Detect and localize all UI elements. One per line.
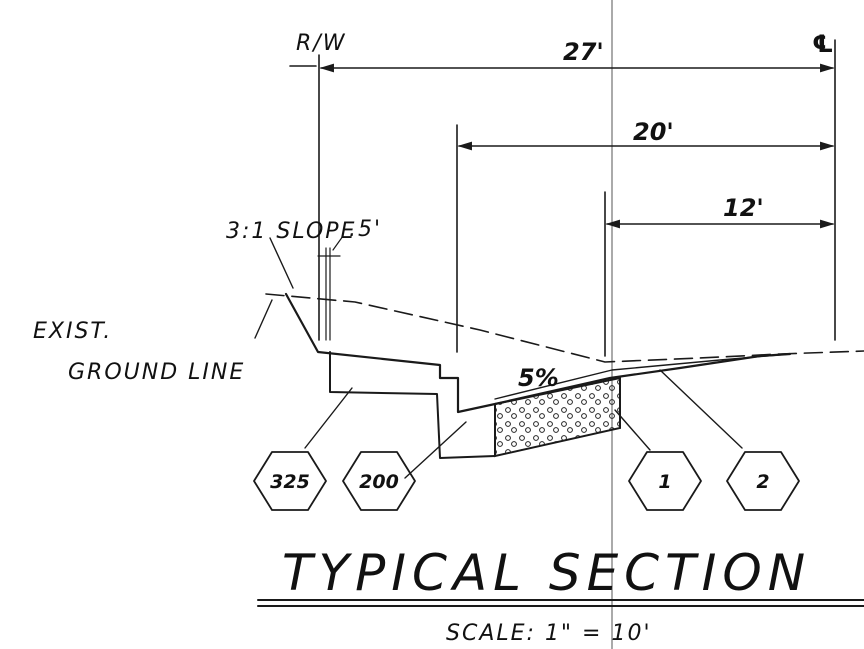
section-title: TYPICAL SECTION: [282, 544, 811, 602]
leader-1: [614, 409, 651, 451]
callout-1-label: 1: [658, 471, 671, 493]
ground-leader: [254, 299, 273, 339]
leader-200: [404, 421, 467, 479]
callout-hex-2: [726, 451, 800, 511]
dimension-12-label: 12': [723, 194, 764, 222]
offset-dimension: [317, 235, 344, 341]
exist-label: EXIST.: [33, 319, 112, 344]
ground-line-label: GROUND LINE: [68, 360, 245, 385]
leader-2: [659, 369, 743, 449]
base-course-gravel: [494, 376, 621, 458]
callout-2-label: 2: [756, 471, 769, 493]
callout-hex-325: [253, 451, 327, 511]
callout-hexagons: [253, 451, 800, 511]
scale-note: SCALE: 1" = 10': [446, 621, 652, 646]
callout-200-label: 200: [359, 471, 399, 493]
existing-ground-line: [265, 293, 864, 363]
callout-hex-1: [628, 451, 702, 511]
offset-label: .5': [349, 217, 382, 242]
callout-325-label: 325: [270, 471, 310, 493]
pavement-surface: [494, 353, 791, 400]
slope-leader: [269, 237, 294, 289]
callout-hex-200: [342, 451, 416, 511]
grade-label: 5%: [518, 364, 559, 392]
dimension-lines: [289, 63, 835, 229]
extension-lines: [318, 39, 836, 357]
centerline-symbol: ℄: [812, 30, 834, 58]
rw-label: R/W: [296, 31, 346, 56]
ditch-bottom: [329, 351, 496, 459]
dimension-27-label: 27': [563, 38, 604, 66]
section-profile: [284, 292, 792, 414]
leader-325: [304, 387, 353, 449]
leader-lines: [254, 237, 743, 479]
title-underline: [257, 599, 864, 607]
slope-label: 3:1 SLOPE: [226, 219, 356, 244]
dimension-20-label: 20': [633, 118, 674, 146]
